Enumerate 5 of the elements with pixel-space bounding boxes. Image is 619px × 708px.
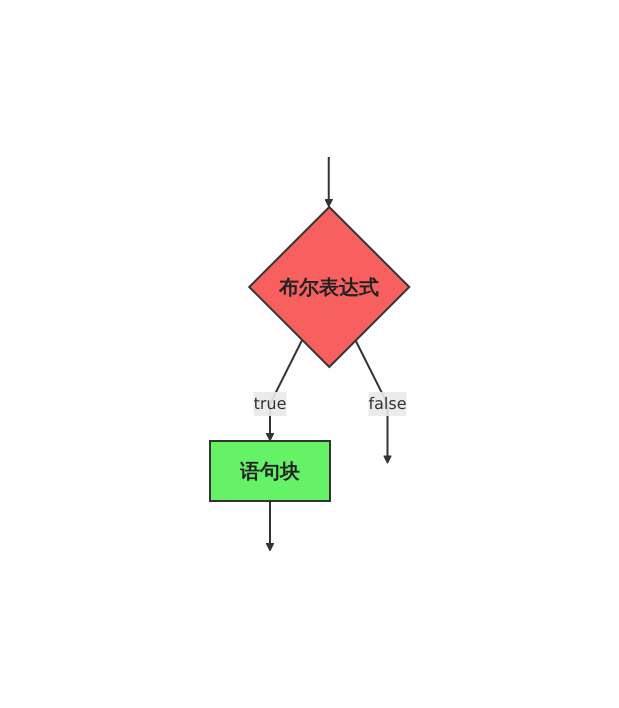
arrow (265, 501, 274, 552)
node-box: 语句块 (208, 440, 331, 502)
edge-label: true (253, 394, 286, 413)
arrow (324, 157, 334, 208)
edge-label: false (368, 394, 406, 413)
